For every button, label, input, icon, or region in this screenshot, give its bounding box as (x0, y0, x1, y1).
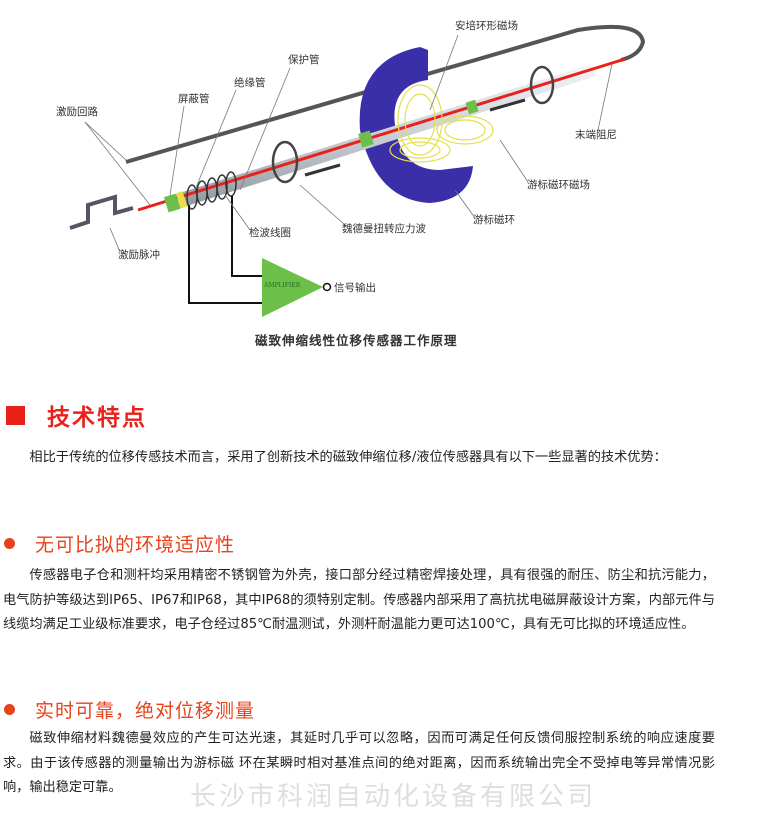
excitation-loop-wire (125, 24, 646, 164)
label-protective-tube: 保护管 (288, 54, 320, 66)
signal-output-terminal (322, 282, 332, 292)
watermark: 长沙市科润自动化设备有限公司 (190, 782, 597, 812)
label-pickup-coil: 检波线圈 (249, 227, 291, 239)
label-magnet-field: 游标磁环磁场 (527, 179, 590, 191)
intro-paragraph: 相比于传统的位移传感技术而言，采用了创新技术的磁致伸缩位移/液位传感器具有以下一… (29, 450, 667, 465)
feature-heading-1: 无可比拟的环境适应性 (4, 530, 235, 557)
magnetic-field-icon (389, 84, 494, 163)
label-excitation-loop: 激励回路 (56, 106, 98, 118)
excitation-pulse-icon (69, 194, 134, 230)
label-ampere-field: 安培环形磁场 (455, 20, 518, 32)
label-insulating-tube: 绝缘管 (234, 77, 266, 89)
label-magnet-ring: 游标磁环 (473, 214, 515, 226)
label-end-damper: 末端阻尼 (575, 129, 617, 141)
direction-arrow-icon (304, 163, 341, 177)
section-title: 技术特点 (6, 398, 147, 432)
diagram-caption: 磁致伸缩线性位移传感器工作原理 (255, 333, 458, 348)
feature-heading-text: 实时可靠，绝对位移测量 (35, 700, 256, 722)
red-square-icon (6, 405, 25, 425)
bullet-dot-icon (4, 538, 15, 549)
feature-body-2: 磁致伸缩材料魏德曼效应的产生可达光速，其延时几乎可以忽略，因而可满足任何反馈伺服… (3, 731, 715, 795)
bullet-dot-icon (4, 704, 15, 715)
rotation-arrow-icon (271, 65, 555, 184)
section-title-text: 技术特点 (47, 405, 147, 431)
amplifier-label: AMPLIFIER (264, 282, 301, 289)
label-shield-tube: 屏蔽管 (178, 93, 210, 105)
magnet-ring (359, 47, 473, 203)
feature-body-1: 传感器电子仓和测杆均采用精密不锈钢管为外壳，接口部分经过精密焊接处理，具有很强的… (3, 568, 715, 632)
label-signal-output: 信号输出 (334, 282, 376, 294)
direction-arrow-icon (489, 98, 526, 112)
magnetostrictive-principle-diagram (69, 24, 646, 317)
amplifier (262, 258, 323, 317)
waveguide-rod (137, 57, 626, 212)
feature-heading-2: 实时可靠，绝对位移测量 (4, 696, 255, 723)
feature-heading-text: 无可比拟的环境适应性 (35, 534, 236, 556)
label-wiedemann-wave: 魏德曼扭转应力波 (342, 223, 426, 235)
label-excitation-pulse: 激励脉冲 (118, 249, 160, 261)
